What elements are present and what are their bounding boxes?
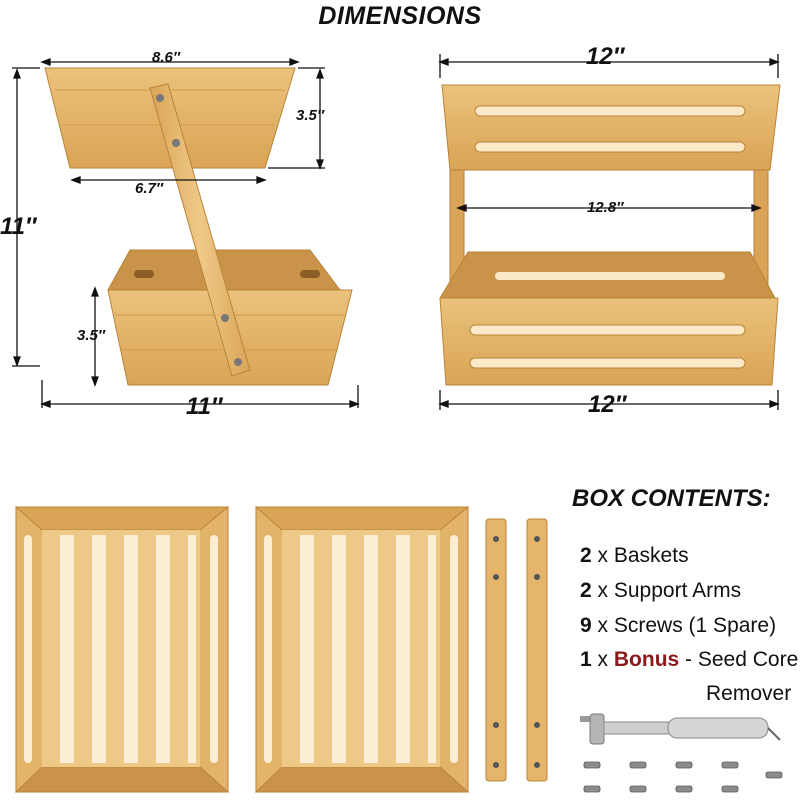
dim-total-height: 11″ [0,213,37,240]
list-item: 2 x Support Arms [580,579,741,603]
item-qty: 2 [580,544,592,567]
list-item: 1 x Bonus - Seed Core [580,648,798,672]
front-view-illustration [438,54,781,410]
item-sep: x [597,579,609,602]
dim-front-bottom-width: 12″ [588,391,627,418]
dim-top-height: 3.5″ [296,107,325,124]
support-arms [485,518,548,782]
item-qty: 2 [580,579,592,602]
item-sep: x [597,544,609,567]
item-label-continued: Remover [706,682,792,705]
dim-top-width: 8.6″ [152,49,181,66]
basket-2 [254,506,470,793]
screws-icon [583,761,783,793]
item-label: Screws (1 Spare) [613,614,777,637]
dim-bottom-height: 3.5″ [77,327,106,344]
box-contents-title: BOX CONTENTS: [572,485,771,512]
bonus-label: Bonus [613,648,680,671]
item-qty: 9 [580,614,592,637]
dim-bottom-width: 11″ [186,393,223,420]
seed-core-remover-icon [580,713,781,745]
list-item: 2 x Baskets [580,544,689,568]
basket-1 [14,506,230,793]
side-view-illustration [12,58,360,408]
item-qty: 1 [580,648,592,671]
item-label: - Seed Core [685,648,799,671]
item-label: Support Arms [613,579,742,602]
tool-and-screws-illustration [580,713,783,793]
dim-front-inner-width: 12.8″ [587,199,624,216]
parts-illustration [14,506,548,793]
dim-front-top-width: 12″ [586,43,625,70]
item-sep: x [597,648,609,671]
dim-inner-width: 6.7″ [135,180,164,197]
page-title: DIMENSIONS [318,2,482,30]
list-item: 9 x Screws (1 Spare) [580,614,776,638]
item-sep: x [597,614,609,637]
item-label: Baskets [613,544,689,567]
